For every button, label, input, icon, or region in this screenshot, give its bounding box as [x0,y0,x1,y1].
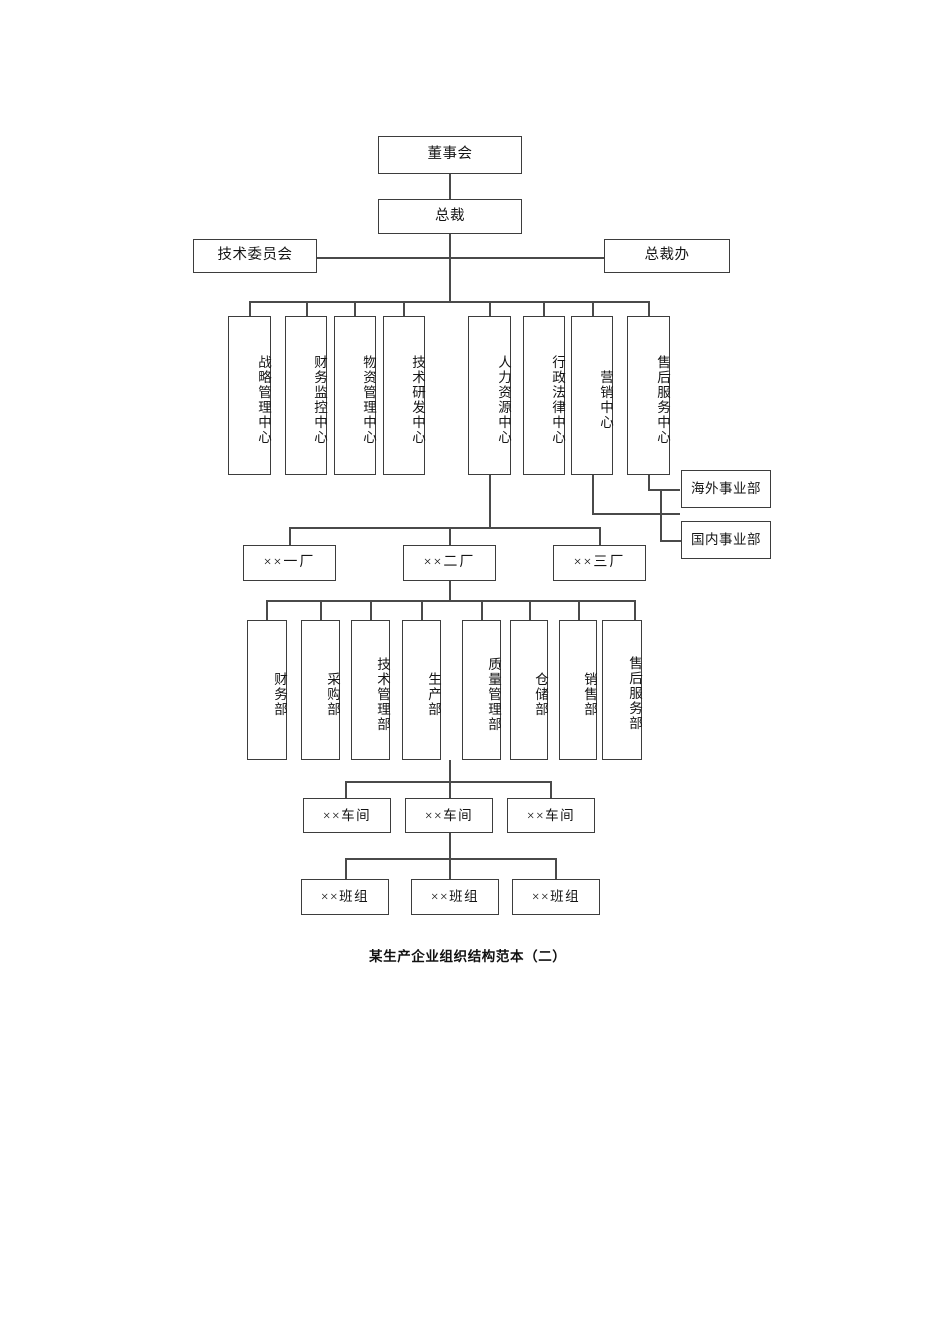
connector-drop-dept-6 [529,600,531,620]
node-center-hr[interactable]: 人力资源中心 [468,316,511,475]
connector-drop-dept-2 [320,600,322,620]
node-workshop-2[interactable]: ××车间 [405,798,493,833]
connector-factory2-to-departments [449,581,451,600]
node-dept-sales[interactable]: 销售部 [559,620,597,760]
connector-to-divisions-top [648,489,680,491]
node-president-office[interactable]: 总裁办 [604,239,730,273]
node-dept-production[interactable]: 生产部 [402,620,441,760]
connector-drop-center-6 [543,301,545,316]
connector-drop-dept-5 [481,600,483,620]
node-center-admin-legal[interactable]: 行政法律中心 [523,316,565,475]
connector-staff-bar [317,257,604,259]
connector-drop-dept-1 [266,600,268,620]
connector-marketing-down [592,475,594,513]
connector-workshops-bus [345,781,551,783]
chart-caption: 某生产企业组织结构范本（二） [369,949,567,964]
connector-drop-center-2 [306,301,308,316]
connector-divisions-bracket [660,489,662,540]
connector-drop-dept-7 [578,600,580,620]
node-team-3[interactable]: ××班组 [512,879,600,915]
node-team-2[interactable]: ××班组 [411,879,499,915]
connector-drop-center-7 [592,301,594,316]
connector-drop-dept-4 [421,600,423,620]
connector-drop-center-8 [648,301,650,316]
connector-drop-factory-1 [289,527,291,545]
connector-to-divisions-bottom [660,540,682,542]
connector-centers-bus [249,301,649,303]
connector-drop-team-1 [345,858,347,879]
connector-drop-factory-2 [449,527,451,545]
connector-president-spine [449,234,451,302]
node-workshop-3[interactable]: ××车间 [507,798,595,833]
node-center-materials[interactable]: 物资管理中心 [334,316,376,475]
node-president[interactable]: 总裁 [378,199,522,234]
connector-production-to-workshops [449,760,451,781]
node-center-finance-control[interactable]: 财务监控中心 [285,316,327,475]
connector-drop-workshop-3 [550,781,552,798]
node-factory-2[interactable]: ××二厂 [403,545,496,581]
node-dept-finance[interactable]: 财务部 [247,620,287,760]
node-dept-purchasing[interactable]: 采购部 [301,620,340,760]
connector-workshop-to-teams [449,833,451,858]
connector-drop-team-2 [449,858,451,879]
node-factory-1[interactable]: ××一厂 [243,545,336,581]
connector-drop-team-3 [555,858,557,879]
node-board[interactable]: 董事会 [378,136,522,174]
node-center-after-sales[interactable]: 售后服务中心 [627,316,670,475]
node-workshop-1[interactable]: ××车间 [303,798,391,833]
connector-factories-bus [289,527,600,529]
node-center-marketing[interactable]: 营销中心 [571,316,613,475]
connector-drop-center-5 [489,301,491,316]
node-tech-committee[interactable]: 技术委员会 [193,239,317,273]
connector-drop-center-4 [403,301,405,316]
connector-drop-workshop-1 [345,781,347,798]
connector-drop-dept-3 [370,600,372,620]
connector-centers-to-factories-spine [489,475,491,527]
connector-drop-dept-8 [634,600,636,620]
connector-after-sales-down [648,475,650,489]
node-division-overseas[interactable]: 海外事业部 [681,470,771,508]
node-dept-tech-management[interactable]: 技术管理部 [351,620,390,760]
connector-marketing-to-divisions [592,513,680,515]
connector-departments-bus [266,600,635,602]
node-dept-warehouse[interactable]: 仓储部 [510,620,548,760]
node-center-strategy[interactable]: 战略管理中心 [228,316,271,475]
connector-drop-workshop-2 [449,781,451,798]
connector-drop-factory-3 [599,527,601,545]
connector-drop-center-3 [354,301,356,316]
node-team-1[interactable]: ××班组 [301,879,389,915]
node-division-domestic[interactable]: 国内事业部 [681,521,771,559]
connector-board-to-president [449,174,451,199]
node-dept-quality[interactable]: 质量管理部 [462,620,501,760]
node-factory-3[interactable]: ××三厂 [553,545,646,581]
node-dept-after-sales[interactable]: 售后服务部 [602,620,642,760]
connector-drop-center-1 [249,301,251,316]
node-center-rnd[interactable]: 技术研发中心 [383,316,425,475]
